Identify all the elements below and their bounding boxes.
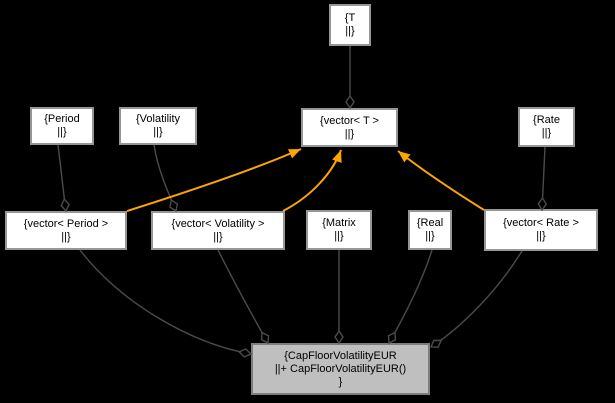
node-capfloor-label-line3: } <box>338 375 343 388</box>
node-vector-period-label-line2: ||} <box>61 230 71 243</box>
node-t-label-line2: ||} <box>345 25 355 37</box>
node-vector-period: {vector< Period > ||} <box>5 211 127 250</box>
node-real-label-line2: ||} <box>425 230 435 242</box>
node-volatility-label-line1: {Volatility <box>135 113 181 125</box>
edge-real-to-capfloor <box>387 249 433 345</box>
node-vector-t-label-line1: {vector< T > <box>320 114 379 127</box>
node-volatility-label-line2: ||} <box>153 126 163 138</box>
node-period: {Period ||} <box>30 107 94 145</box>
edge-vector-rate-to-vector-t-template <box>397 150 485 211</box>
node-vector-rate: {vector< Rate > ||} <box>484 209 598 251</box>
node-vector-volatility-label-line1: {vector< Volatility > <box>171 217 265 230</box>
node-t-label-line1: {T <box>344 12 356 24</box>
node-vector-t: {vector< T > ||} <box>301 108 398 147</box>
node-vector-volatility-label-line2: ||} <box>213 230 223 243</box>
node-capfloor-label-line1: {CapFloorVolatilityEUR <box>284 349 397 362</box>
node-capfloorvolatilityeur: {CapFloorVolatilityEUR ||+ CapFloorVolat… <box>251 343 430 395</box>
node-vector-period-label-line1: {vector< Period > <box>23 217 109 230</box>
node-matrix-label-line1: {Matrix <box>322 217 356 229</box>
edge-vector-period-to-capfloor <box>79 249 253 358</box>
node-period-label-line2: ||} <box>57 126 67 138</box>
node-rate-label-line2: ||} <box>541 127 552 139</box>
edge-vector-volatility-to-capfloor <box>217 249 270 345</box>
edge-volatility-to-vector-volatility <box>153 144 179 213</box>
node-matrix-label-line2: ||} <box>334 230 344 242</box>
edge-vector-period-to-vector-t-template <box>126 148 302 212</box>
edge-vector-rate-to-capfloor <box>429 250 523 348</box>
node-real: {Real ||} <box>408 210 452 250</box>
node-t: {T ||} <box>329 4 371 46</box>
node-period-label-line1: {Period <box>44 113 80 125</box>
node-capfloor-label-line2: ||+ CapFloorVolatilityEUR() <box>274 362 407 375</box>
edge-vector-volatility-to-vector-t-template <box>282 149 342 212</box>
node-matrix: {Matrix ||} <box>306 210 372 250</box>
edge-rate-to-vector-rate <box>537 146 548 212</box>
node-volatility: {Volatility ||} <box>119 107 197 145</box>
node-rate: {Rate ||} <box>518 107 575 147</box>
node-real-label-line1: {Real <box>416 217 444 229</box>
node-rate-label-line1: {Rate <box>533 114 560 126</box>
node-vector-rate-label-line2: ||} <box>536 230 546 242</box>
node-vector-volatility: {vector< Volatility > ||} <box>151 211 285 250</box>
node-vector-t-label-line2: ||} <box>344 127 355 140</box>
edge-period-to-vector-period <box>57 144 70 213</box>
node-vector-rate-label-line1: {vector< Rate > <box>503 217 579 229</box>
